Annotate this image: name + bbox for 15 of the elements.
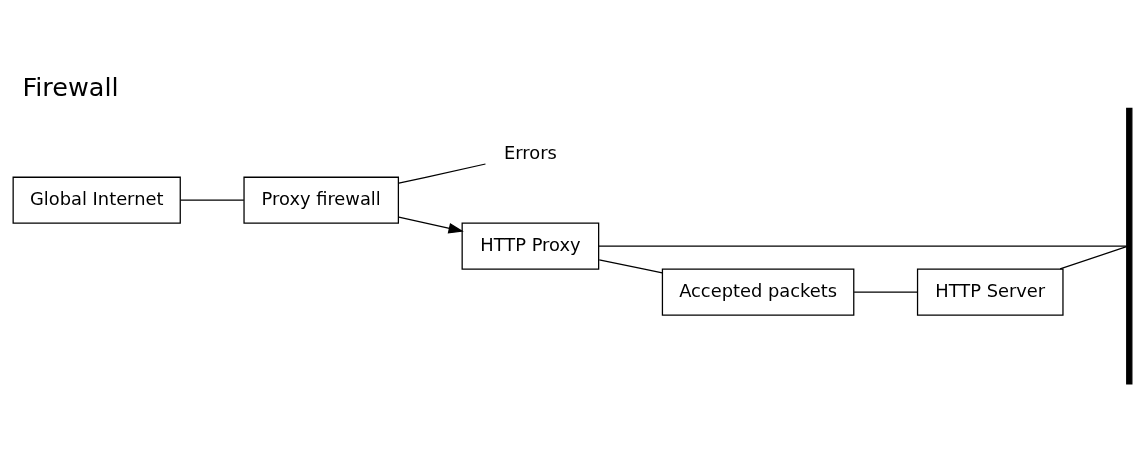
node-text: Errors xyxy=(504,142,557,164)
connector xyxy=(598,259,663,274)
diagram-title: Firewall xyxy=(22,71,119,102)
connector xyxy=(1059,246,1128,270)
node-bar xyxy=(1126,107,1133,385)
connector xyxy=(598,245,1128,247)
node-box: Proxy firewall xyxy=(243,176,399,224)
connector xyxy=(853,291,918,293)
node-box: HTTP Server xyxy=(916,268,1064,316)
connector xyxy=(398,163,487,184)
node-box: Accepted packets xyxy=(661,268,855,316)
connector xyxy=(180,199,245,201)
node-box: HTTP Proxy xyxy=(461,222,600,270)
node-box: Global Internet xyxy=(12,176,181,224)
arrow xyxy=(398,216,464,234)
